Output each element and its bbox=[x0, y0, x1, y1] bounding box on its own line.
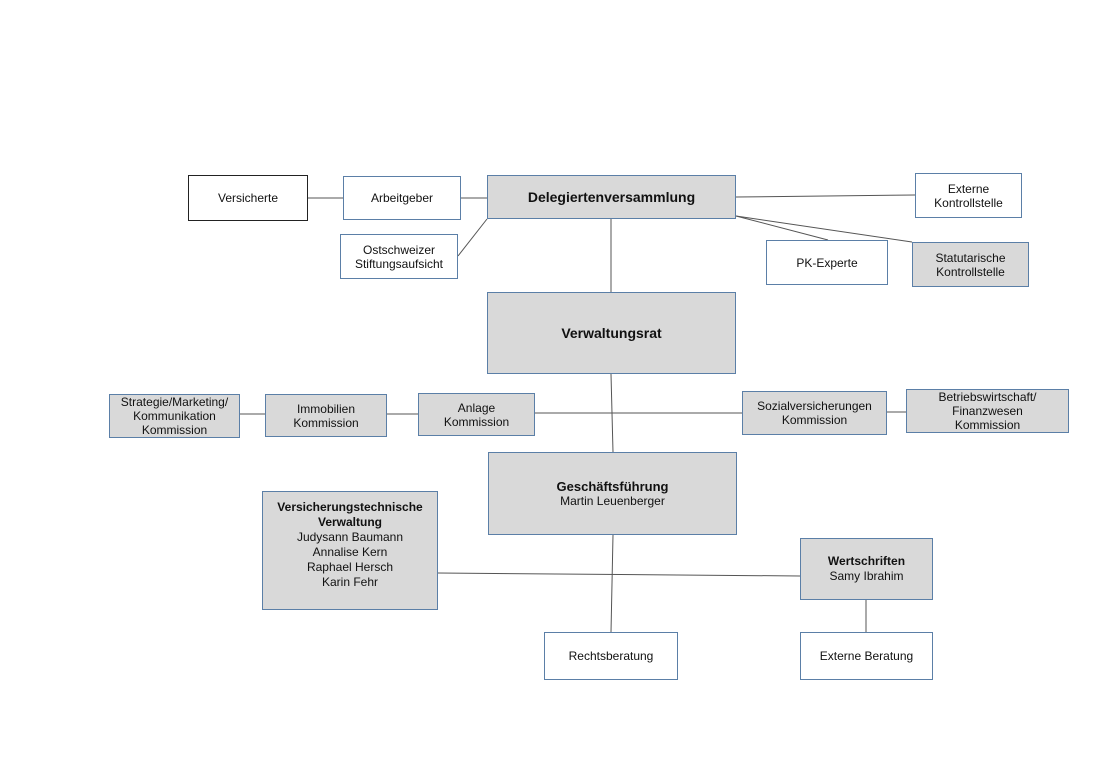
verwaltungsrat-label: Verwaltungsrat bbox=[561, 325, 662, 341]
anlage-kommission-box: Anlage Kommission bbox=[418, 393, 535, 436]
connector-delegierte-statutarische bbox=[735, 215, 913, 243]
versicherte-label: Versicherte bbox=[217, 191, 279, 205]
arbeitgeber-box: Arbeitgeber bbox=[343, 176, 461, 220]
delegiertenversammlung-box: Delegiertenversammlung bbox=[487, 175, 736, 219]
ostschweizer-stiftungsaufsicht-box: Ostschweizer Stiftungsaufsicht bbox=[340, 234, 458, 279]
wertschriften-person: Samy Ibrahim bbox=[829, 569, 904, 583]
anlage-kommission-label: Anlage Kommission bbox=[443, 400, 510, 429]
statutarische-kontrollstelle-label: Statutarische Kontrollstelle bbox=[935, 250, 1006, 279]
externe-beratung-label: Externe Beratung bbox=[819, 649, 914, 663]
member-name: Karin Fehr bbox=[321, 575, 379, 589]
connector-geschaeftsfuehrung-rechtsberatung bbox=[610, 534, 614, 633]
externe-kontrollstelle-label: Externe Kontrollstelle bbox=[934, 181, 1003, 210]
connector-delegierte-pkexperte bbox=[735, 215, 829, 241]
strategie-kommission-label: Strategie/Marketing/ Kommunikation Kommi… bbox=[120, 395, 229, 437]
pk-experte-label: PK-Experte bbox=[796, 255, 858, 270]
externe-kontrollstelle-box: Externe Kontrollstelle bbox=[915, 173, 1022, 218]
geschaeftsfuehrung-box: Geschäftsführung Martin Leuenberger bbox=[488, 452, 737, 535]
connector-versicherungstechnisch-wertschriften bbox=[437, 572, 801, 577]
verwaltungsrat-box: Verwaltungsrat bbox=[487, 292, 736, 374]
geschaeftsfuehrung-person: Martin Leuenberger bbox=[560, 494, 665, 508]
versicherungstechnische-verwaltung-title: Versicherungstechnische Verwaltung bbox=[277, 500, 423, 529]
immobilien-kommission-box: Immobilien Kommission bbox=[265, 394, 387, 437]
wertschriften-title: Wertschriften bbox=[827, 554, 906, 568]
externe-beratung-box: Externe Beratung bbox=[800, 632, 933, 680]
pk-experte-box: PK-Experte bbox=[766, 240, 888, 285]
ostschweizer-stiftungsaufsicht-label: Ostschweizer Stiftungsaufsicht bbox=[354, 242, 444, 271]
betriebswirtschaft-kommission-label: Betriebswirtschaft/ Finanzwesen Kommissi… bbox=[938, 390, 1037, 432]
wertschriften-box: Wertschriften Samy Ibrahim bbox=[800, 538, 933, 600]
statutarische-kontrollstelle-box: Statutarische Kontrollstelle bbox=[912, 242, 1029, 287]
geschaeftsfuehrung-title: Geschäftsführung bbox=[556, 479, 669, 494]
rechtsberatung-box: Rechtsberatung bbox=[544, 632, 678, 680]
delegiertenversammlung-label: Delegiertenversammlung bbox=[527, 189, 696, 205]
immobilien-kommission-label: Immobilien Kommission bbox=[293, 401, 359, 430]
betriebswirtschaft-kommission-box: Betriebswirtschaft/ Finanzwesen Kommissi… bbox=[906, 389, 1069, 433]
strategie-kommission-box: Strategie/Marketing/ Kommunikation Kommi… bbox=[109, 394, 240, 438]
arbeitgeber-label: Arbeitgeber bbox=[370, 191, 434, 205]
sozialversicherungen-kommission-box: Sozialversicherungen Kommission bbox=[742, 391, 887, 435]
connector-delegierte-externe bbox=[735, 194, 916, 198]
member-name: Annalise Kern bbox=[312, 545, 388, 559]
rechtsberatung-label: Rechtsberatung bbox=[568, 649, 654, 663]
versicherungstechnische-verwaltung-box: Versicherungstechnische Verwaltung Judys… bbox=[262, 491, 438, 610]
member-name: Judysann Baumann bbox=[296, 530, 404, 544]
sozialversicherungen-kommission-label: Sozialversicherungen Kommission bbox=[757, 399, 872, 427]
member-name: Raphael Hersch bbox=[306, 560, 394, 574]
versicherte-box: Versicherte bbox=[188, 175, 308, 221]
connector-stiftungsaufsicht-delegierte bbox=[457, 218, 488, 257]
